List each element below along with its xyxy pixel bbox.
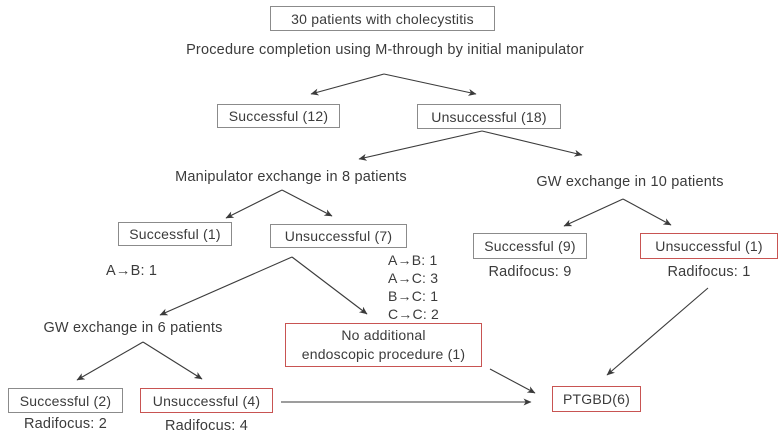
arrow-gw10-to-successful9 xyxy=(563,198,624,227)
label-radifocus-9: Radifocus: 9 xyxy=(488,264,572,280)
node-unsuccessful-1: Unsuccessful (1) xyxy=(640,233,778,259)
label-manipulator-exchange-8: Manipulator exchange in 8 patients xyxy=(175,169,407,185)
arrow-no-additional-to-ptgbd xyxy=(489,368,536,394)
arrow-manip-to-successful1 xyxy=(225,189,283,219)
label-gw-exchange-6: GW exchange in 6 patients xyxy=(43,320,223,336)
label-radifocus-4: Radifocus: 4 xyxy=(165,418,248,434)
arrow-procedure-to-unsuccessful18 xyxy=(383,73,477,96)
arrow-u18-to-manipulator-exchange xyxy=(358,130,483,161)
list-item: A→C: 3 xyxy=(388,270,439,286)
no-additional-line1: No additional xyxy=(341,327,426,343)
node-successful-1: Successful (1) xyxy=(118,222,232,246)
node-successful-2: Successful (2) xyxy=(8,388,123,413)
node-successful-9: Successful (9) xyxy=(473,233,587,259)
label-radifocus-2: Radifocus: 2 xyxy=(24,416,107,432)
label-radifocus-1: Radifocus: 1 xyxy=(667,264,751,280)
arrow-u18-to-gw-exchange10 xyxy=(481,130,583,157)
node-ptgbd: PTGBD(6) xyxy=(552,386,641,412)
arrow-gw6-to-successful2 xyxy=(76,341,144,381)
arrow-radifocus1-to-ptgbd xyxy=(606,287,709,376)
no-additional-line2: endoscopic procedure (1) xyxy=(301,346,466,362)
arrow-gw6-to-unsuccessful4 xyxy=(142,341,203,380)
label-successful1-detail: A→B: 1 xyxy=(106,263,158,279)
node-root-patients: 30 patients with cholecystitis xyxy=(270,6,495,31)
node-unsuccessful-4: Unsuccessful (4) xyxy=(140,388,273,413)
node-unsuccessful-18: Unsuccessful (18) xyxy=(417,104,561,129)
node-unsuccessful-7: Unsuccessful (7) xyxy=(270,224,407,248)
label-gw-exchange-10: GW exchange in 10 patients xyxy=(536,174,724,190)
label-procedure-completion: Procedure completion using M-through by … xyxy=(186,42,584,58)
arrow-u7-to-gw-exchange6 xyxy=(159,256,293,316)
arrow-gw10-to-unsuccessful1 xyxy=(622,198,672,226)
node-no-additional-procedure: No additional endoscopic procedure (1) xyxy=(285,323,482,367)
arrow-manip-to-unsuccessful7 xyxy=(281,189,333,217)
list-item: B→C: 1 xyxy=(388,288,439,304)
node-successful-12: Successful (12) xyxy=(217,104,340,128)
list-item: C→C: 2 xyxy=(388,306,439,322)
list-item: A→B: 1 xyxy=(388,252,438,268)
arrow-u7-to-no-additional xyxy=(291,256,368,315)
arrow-procedure-to-successful12 xyxy=(310,73,385,96)
unsuccessful7-detail-list: A→B: 1 A→C: 3 B→C: 1 C→C: 2 xyxy=(388,251,439,323)
